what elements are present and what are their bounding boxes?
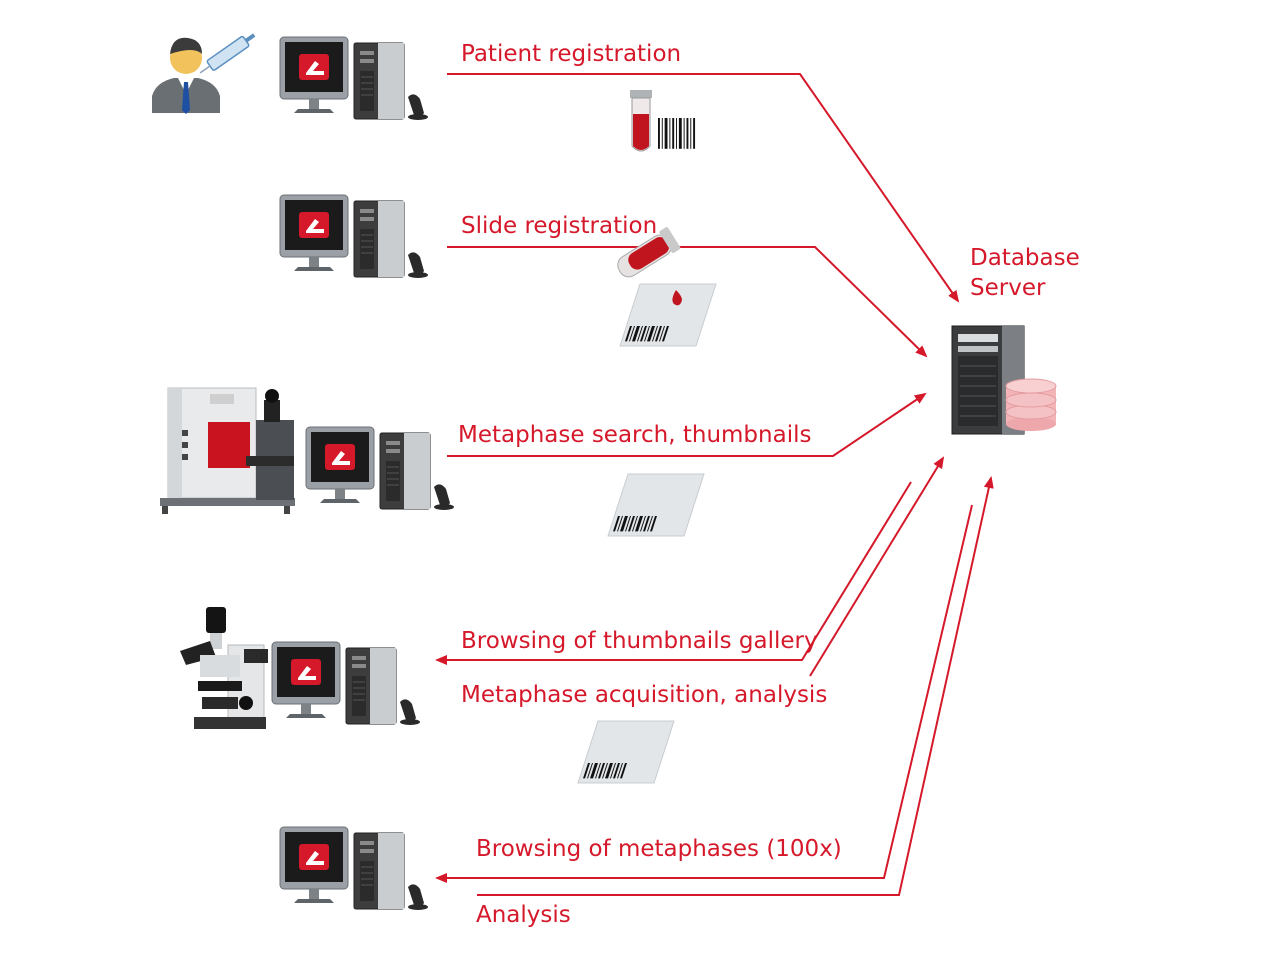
microscope-icon [180, 607, 268, 729]
server-label-line2: Server [970, 275, 1046, 301]
arrow-server-to-thumbnails [435, 481, 912, 665]
step-label-browsing-metaphases: Browsing of metaphases (100x) [476, 836, 842, 862]
workstation-icon-1 [279, 36, 429, 121]
step-label-metaphase-acquisition: Metaphase acquisition, analysis [461, 682, 828, 708]
step-label-analysis: Analysis [476, 902, 571, 928]
user-injection-icon [152, 33, 256, 114]
workstation-icon-4 [271, 641, 421, 726]
workstation-icon-3 [305, 426, 455, 511]
step-label-slide-registration: Slide registration [461, 213, 658, 239]
arrow-acquisition-to-server [809, 456, 945, 677]
slide-barcode-icon-1 [608, 474, 704, 536]
workstation-icon-2 [279, 194, 429, 279]
workstation-icon-5 [279, 826, 429, 911]
slide-scanner-machine-icon [160, 387, 295, 514]
blood-slide-icon [617, 227, 716, 346]
arrow-metaphase-search-to-server [447, 392, 927, 457]
step-label-metaphase-search: Metaphase search, thumbnails [458, 422, 812, 448]
arrow-server-to-browsing-metaphases [435, 504, 973, 883]
database-server-icon [951, 325, 1057, 435]
slide-barcode-icon-2 [578, 721, 674, 783]
arrow-analysis-to-server [477, 476, 994, 896]
arrow-slide-to-server [447, 246, 928, 358]
connectors [435, 73, 994, 896]
blood-tube-barcode-icon [630, 90, 696, 152]
step-label-patient-registration: Patient registration [461, 41, 682, 67]
server-label-line1: Database [970, 245, 1080, 271]
arrow-patient-to-server [447, 73, 960, 303]
step-label-browsing-thumbnails: Browsing of thumbnails gallery [461, 628, 818, 654]
